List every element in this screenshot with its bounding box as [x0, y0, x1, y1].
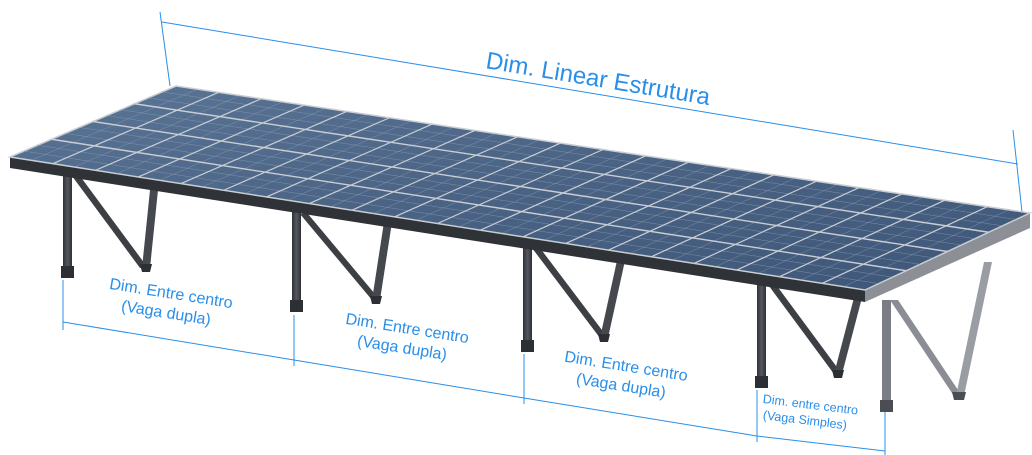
panel-column-frame [522, 161, 689, 238]
panel-column-frame [608, 174, 775, 251]
support-frames [61, 168, 992, 412]
support-frame-4 [755, 272, 864, 388]
panel-column-frame [309, 129, 476, 205]
support-frame-2 [290, 204, 392, 312]
panel-column-frame [437, 148, 604, 225]
panel-column-frame [736, 193, 903, 271]
support-frame-1 [61, 168, 158, 278]
panel-grid [23, 89, 1017, 287]
panel-column-frame [138, 104, 305, 178]
panel-column-frame [52, 91, 219, 165]
overall-dimension-label: Dim. Linear Estrutura [484, 47, 713, 111]
panel-column-frame [651, 180, 817, 258]
panel-column-frame [223, 117, 390, 191]
panel-column-frame [693, 187, 860, 264]
bay-4-label: Dim. entre centro (Vaga Simples) [762, 392, 859, 432]
panel-column-frame [480, 155, 646, 231]
panel-column-frame [180, 110, 348, 185]
support-frame-3 [521, 238, 626, 352]
panel-column-frame [779, 199, 945, 278]
overall-extension-right [1012, 129, 1023, 213]
panel-column-frame [266, 123, 433, 198]
roof-end-beam [865, 213, 1030, 302]
support-frame-5 [880, 262, 992, 412]
bay-1-label: Dim. Entre centro (Vaga dupla) [108, 276, 234, 329]
bay-dimension-line-3 [523, 397, 758, 437]
bay-dimension-line-1 [62, 321, 295, 361]
overall-dimension-line [161, 21, 1019, 165]
panel-column-frame [394, 142, 561, 218]
bay-dimension-line-2 [293, 359, 525, 399]
overall-extension-left [159, 11, 171, 87]
panel-column-frame [351, 136, 518, 211]
panel-column-frame [95, 98, 262, 171]
bay-3-label: Dim. Entre centro (Vaga dupla) [563, 349, 689, 402]
panel-column-frame [821, 206, 988, 284]
roof-side-beam [10, 157, 865, 302]
bay-dimension-line-4 [756, 435, 886, 452]
panel-column-frame [565, 168, 732, 244]
solar-array [7, 85, 1032, 302]
bay-2-label: Dim. Entre centro (Vaga dupla) [344, 311, 470, 364]
